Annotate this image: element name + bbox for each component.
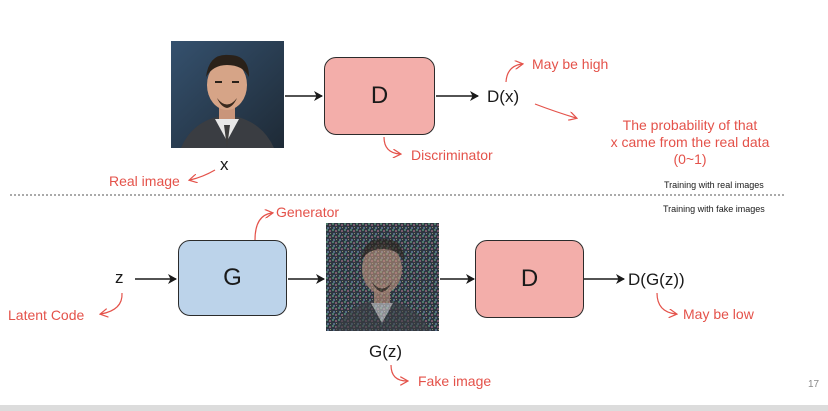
arrow-may-be-high	[505, 64, 522, 83]
output-dgz: D(G(z))	[628, 270, 685, 289]
fake-image-label: Fake image	[418, 373, 492, 389]
discriminator-box-top: D	[324, 57, 435, 135]
arrow-generator	[254, 213, 272, 241]
portrait-illustration	[171, 41, 284, 148]
may-be-low-label: May be low	[683, 306, 754, 322]
arrow-fake-image	[390, 364, 407, 381]
noisy-portrait-illustration	[326, 223, 439, 331]
probability-line-3: (0~1)	[673, 151, 707, 167]
fake-var-gz: G(z)	[369, 342, 403, 361]
generator-box: G	[178, 240, 287, 316]
probability-annotation: The probability of that x came from the …	[595, 117, 785, 168]
arrow-may-be-low	[656, 292, 676, 314]
latent-var-z: z	[115, 268, 124, 287]
output-dx: D(x)	[487, 87, 520, 106]
arrow-discriminator	[383, 136, 400, 154]
arrow-real-image	[190, 169, 216, 180]
probability-line-1: The probability of that	[622, 117, 758, 133]
section-note-fake: Training with fake images	[663, 204, 765, 214]
bottom-scroll-strip	[0, 405, 828, 411]
probability-line-2: x came from the real data	[610, 134, 770, 150]
arrow-probability	[534, 103, 576, 118]
input-var-x: x	[220, 155, 229, 174]
discriminator-box-bottom: D	[475, 240, 584, 318]
fake-image-photo	[326, 223, 439, 331]
may-be-high-label: May be high	[532, 56, 609, 72]
arrow-latent-code	[101, 292, 123, 314]
real-image-label: Real image	[109, 173, 180, 189]
section-note-real: Training with real images	[664, 180, 764, 190]
generator-label: Generator	[276, 204, 340, 220]
latent-code-label: Latent Code	[8, 307, 85, 323]
page-number: 17	[808, 379, 820, 390]
discriminator-label: Discriminator	[411, 147, 493, 163]
real-image-photo	[171, 41, 284, 148]
